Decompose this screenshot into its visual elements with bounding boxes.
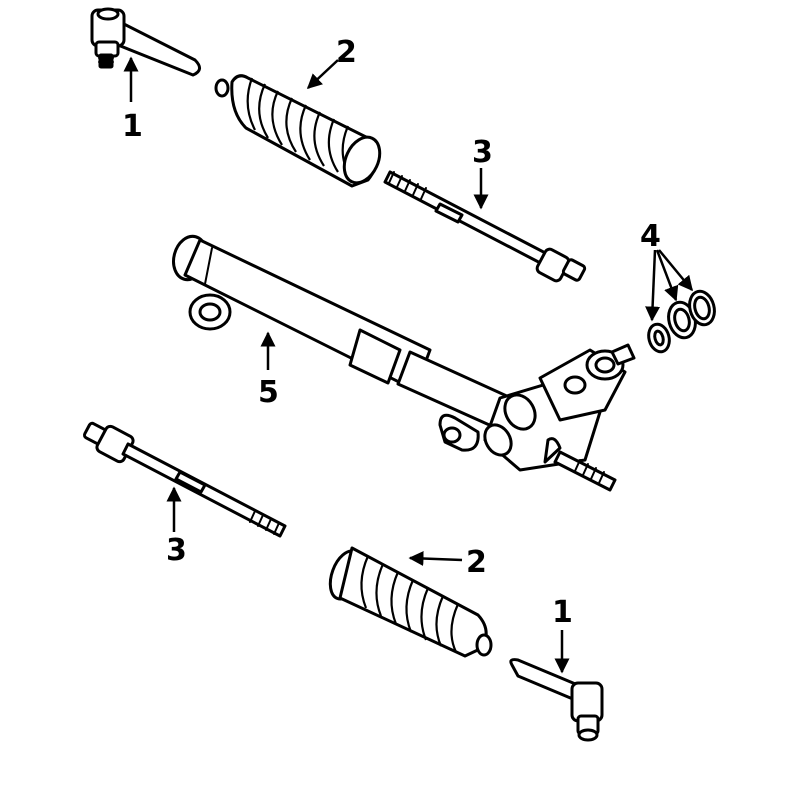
callout-boot-bottom: 2 [466,545,487,580]
callout-inner-tie-rod-bottom: 3 [166,533,187,568]
callout-tie-rod-end-bottom: 1 [552,595,573,630]
inner-tie-rod-bottom [82,421,287,538]
callout-boot-top: 2 [336,35,357,70]
callout-labels: 1 2 3 4 5 3 2 1 [122,35,661,630]
thread-top [388,171,427,200]
rack-boot-bottom [328,546,493,658]
inner-tie-rod-top [383,170,587,283]
seal-rings [647,289,716,354]
outer-tie-rod-end-top [90,7,201,77]
callout-seals: 4 [640,219,661,254]
callout-rack-assembly: 5 [258,375,279,410]
boot-ribs-bottom [360,555,460,653]
leader-arrows [123,56,693,674]
boot-ribs-top [246,77,352,179]
callout-tie-rod-end-top: 1 [122,109,143,144]
rack-housing [172,234,636,492]
thread-rack-end [574,459,605,484]
callout-inner-tie-rod-top: 3 [472,135,493,170]
thread-bottom [249,510,280,535]
outer-tie-rod-end-bottom [509,658,604,742]
rack-boot-top [214,74,382,188]
